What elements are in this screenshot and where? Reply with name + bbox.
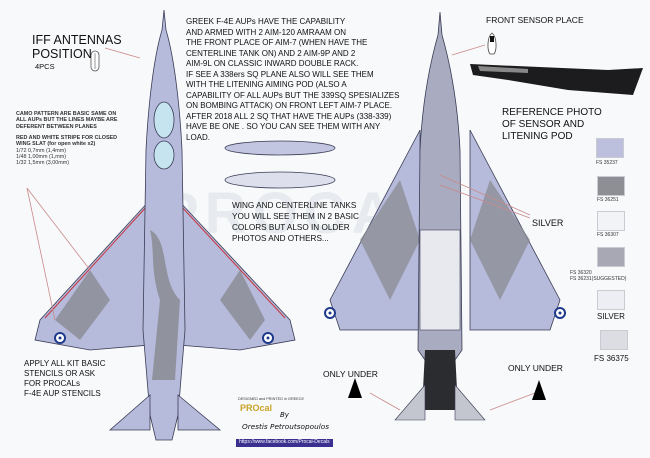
stripe-scale-48: 1/48 1,00mm (1,mm): [16, 154, 67, 160]
swatch-label: FS 36307: [597, 232, 619, 238]
front-sensor-label: FRONT SENSOR PLACE: [486, 15, 584, 25]
swatch-fs36251: [597, 176, 625, 196]
camo-note: CAMO PATTERN ARE BASIC SAME ON ALL AUPs …: [16, 111, 118, 130]
facebook-link[interactable]: https://www.facebook.com/Procal-Decals: [236, 439, 333, 447]
centerline-tank: [224, 171, 336, 189]
designed-label: DESIGNED and PRINTED in GREECE: [238, 397, 305, 401]
swatch-fs35237: [596, 138, 624, 158]
front-sensor-icon: [487, 32, 497, 55]
by-label: By: [280, 411, 289, 419]
iff-antenna-icon: [90, 50, 100, 72]
stripe-scale-72: 1/72 0,7mm (1,4mm): [16, 148, 67, 154]
procal-logo: PROcal: [240, 403, 273, 413]
iff-title: IFF ANTENNAS POSITION: [32, 33, 122, 61]
stripe-scale-32: 1/32 1,5mm (3,00mm): [16, 160, 70, 166]
swatch-label: FS 36320 FS 36231(SUGGESTED): [570, 270, 627, 282]
swatch-fs36307: [597, 211, 625, 231]
swatch-label: FS 36375: [594, 354, 629, 363]
stencils-note: APPLY ALL KIT BASIC STENCILS OR ASK FOR …: [24, 359, 106, 398]
swatch-fs36375: [600, 330, 628, 350]
main-note: GREEK F-4E AUPs HAVE THE CAPABILITY AND …: [186, 17, 400, 142]
only-under-right: ONLY UNDER: [508, 363, 563, 373]
swatch-label: SILVER: [597, 312, 625, 321]
only-under-left: ONLY UNDER: [323, 369, 378, 379]
silver-label: SILVER: [532, 218, 564, 228]
swatch-fs36320: [597, 247, 625, 267]
swatch-silver: [597, 290, 625, 310]
arrow-icon: [348, 378, 362, 398]
author-name: Orestis Petroutsopoulos: [242, 422, 330, 431]
litening-pod-photo: [470, 64, 643, 95]
arrow-icon: [532, 380, 546, 400]
reference-label: REFERENCE PHOTO OF SENSOR AND LITENING P…: [502, 107, 602, 142]
swatch-label: FS 35237: [596, 160, 618, 166]
swatch-label: FS 36251: [597, 197, 619, 203]
iff-count: 4PCS: [35, 62, 55, 71]
wing-tank: [224, 140, 336, 156]
stripe-note-title: RED AND WHITE STRIPE FOR CLOSED WING SLA…: [16, 135, 118, 148]
tanks-note: WING AND CENTERLINE TANKS YOU WILL SEE T…: [232, 201, 359, 243]
